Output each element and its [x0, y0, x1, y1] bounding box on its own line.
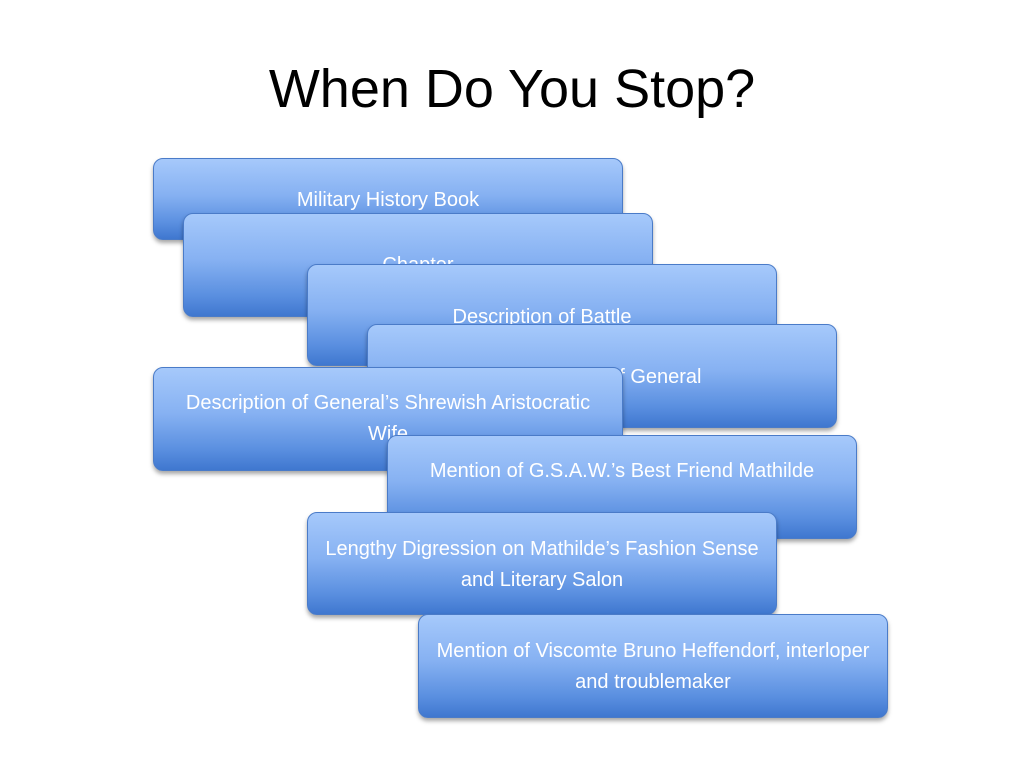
card-label: Description of General’s Shrewish Aristo… — [185, 392, 591, 445]
slide-title: When Do You Stop? — [268, 59, 756, 119]
card-label: Military History Book — [296, 189, 480, 211]
card-label: Mention of G.S.A.W.’s Best Friend Mathil… — [429, 460, 815, 482]
card-label: Lengthy Digression on Mathilde’s Fashion… — [325, 538, 759, 591]
card-viscomte-heffendorf: Mention of Viscomte Bruno Heffendorf, in… — [418, 614, 888, 718]
card-mathilde-digression: Lengthy Digression on Mathilde’s Fashion… — [307, 512, 777, 615]
card-label: Mention of Viscomte Bruno Heffendorf, in… — [436, 640, 870, 693]
card-label: Description of Battle — [452, 306, 632, 328]
